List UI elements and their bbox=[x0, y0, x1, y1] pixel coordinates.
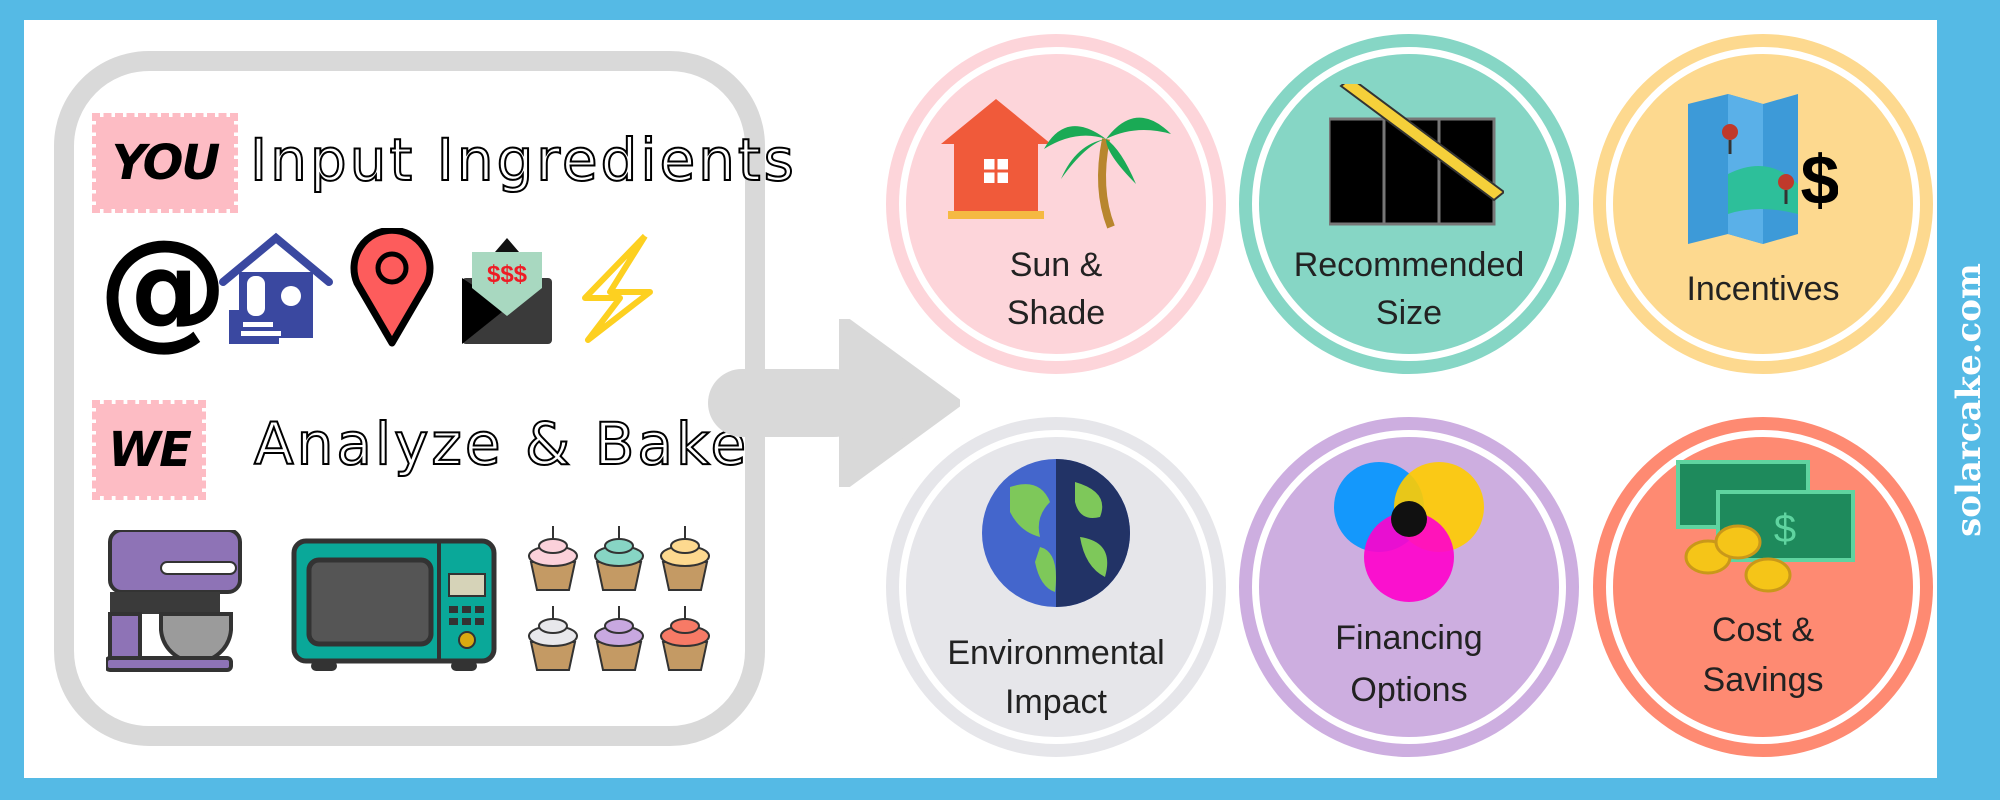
result-recommended-size: Recommended Size bbox=[1239, 34, 1579, 374]
label-line1: Financing bbox=[1335, 619, 1483, 657]
lightning-bolt-icon bbox=[582, 233, 653, 343]
result-sun-shade: Sun & Shade bbox=[886, 34, 1226, 374]
brand-sidebar: solarcake.com bbox=[1937, 0, 2000, 800]
money-coins-icon: $ bbox=[1676, 460, 1855, 593]
label-line2: Shade bbox=[1006, 294, 1106, 332]
color-circles-icon bbox=[1334, 462, 1484, 602]
arrow-right-icon bbox=[708, 319, 960, 487]
we-badge: WE bbox=[92, 400, 206, 500]
dollar-sign-text: $ bbox=[1801, 141, 1838, 219]
result-incentives: $ Incentives bbox=[1593, 34, 1933, 374]
analyze-heading: Analyze & Bake bbox=[253, 409, 750, 479]
cupcakes-icon bbox=[528, 526, 710, 671]
label-line2: Savings bbox=[1702, 661, 1824, 699]
label-line2: Size bbox=[1375, 294, 1443, 332]
label-line1: Incentives bbox=[1686, 270, 1840, 308]
solar-panel-ruler-icon bbox=[1329, 84, 1504, 226]
envelope-money-icon: $$$ bbox=[462, 238, 552, 344]
location-pin-icon bbox=[350, 228, 434, 347]
result-cost-savings: $ Cost & Savings bbox=[1593, 417, 1933, 757]
label-line1: Environmental bbox=[947, 634, 1165, 672]
globe-icon bbox=[982, 459, 1130, 607]
brand-text: solarcake.com bbox=[1948, 263, 1989, 537]
svg-text:$: $ bbox=[1774, 507, 1796, 551]
map-dollar-icon: $ bbox=[1688, 94, 1838, 244]
microwave-icon bbox=[291, 538, 497, 671]
label-line1: Recommended bbox=[1293, 246, 1525, 284]
label-line1: Sun & bbox=[1009, 246, 1103, 284]
you-badge: YOU bbox=[92, 113, 238, 213]
label-line2: Options bbox=[1350, 671, 1468, 709]
label-line1: Cost & bbox=[1711, 611, 1815, 649]
ingredients-panel bbox=[54, 51, 765, 746]
envelope-money-text: $$$ bbox=[487, 261, 528, 288]
stand-mixer-icon bbox=[106, 530, 242, 672]
house-icon bbox=[219, 232, 333, 344]
at-sign-icon: @ bbox=[98, 211, 228, 363]
result-environmental-impact: Environmental Impact bbox=[886, 417, 1226, 757]
result-financing-options: Financing Options bbox=[1239, 417, 1579, 757]
house-palm-icon bbox=[941, 99, 1171, 229]
label-line2: Impact bbox=[1004, 683, 1108, 721]
input-heading: Input Ingredients bbox=[249, 125, 797, 195]
